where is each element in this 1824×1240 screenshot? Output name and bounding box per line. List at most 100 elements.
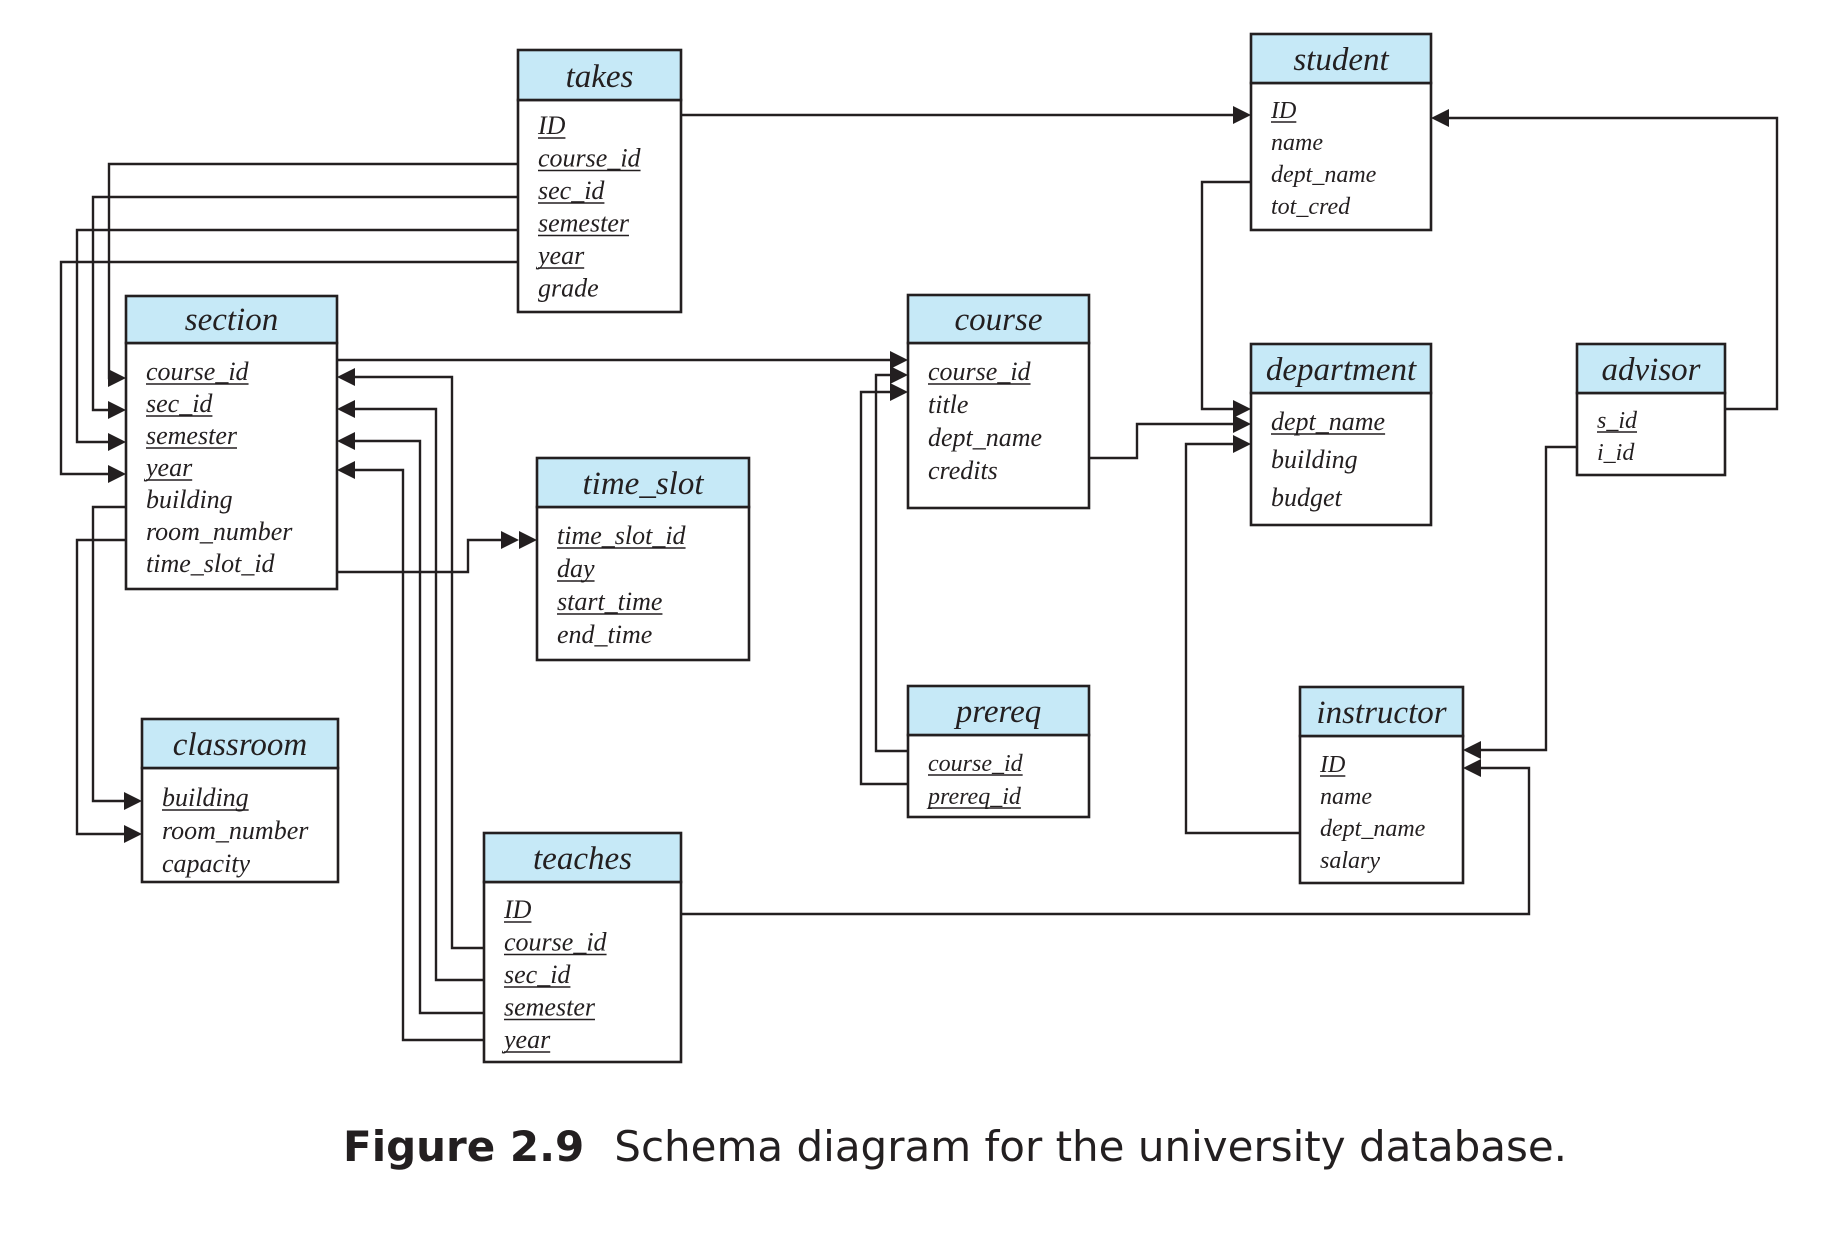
figure-number: Figure 2.9 [343,1122,585,1171]
attribute-primary-key: ID [537,111,566,140]
arrow-head-icon [108,401,126,419]
link-line [859,390,908,786]
attribute: title [928,390,968,419]
attribute: end_time [557,620,652,649]
table-header [1298,685,1465,738]
arrow-head-icon [124,825,142,843]
arrow-head-icon [108,369,126,387]
foreign-key-link [1463,445,1577,759]
arrow-head-icon [337,400,355,418]
link-line [874,373,908,753]
figure-caption-text: Schema diagram for the university databa… [614,1122,1568,1171]
arrow-head-icon [1233,415,1251,433]
attribute: time_slot_id [146,549,276,578]
attribute: building [146,485,233,514]
arrow-head-icon [519,531,537,549]
attribute: room_number [146,517,293,546]
attribute-primary-key: year [143,453,193,482]
tables: takesIDcourse_idsec_idsemesteryeargrades… [124,32,1727,1064]
attribute-primary-key: prereq_id [926,784,1022,810]
attribute: budget [1271,483,1343,512]
attribute: dept_name [928,423,1042,452]
foreign-key-link [1184,435,1300,835]
attribute-primary-key: course_id [504,928,608,957]
foreign-key-link [337,400,484,982]
attribute: name [1271,130,1323,156]
table-body [906,341,1091,510]
foreign-key-link [337,432,484,1015]
attribute-primary-key: building [162,783,249,812]
attribute-primary-key: time_slot_id [557,521,687,550]
attribute-primary-key: sec_id [146,389,213,418]
attribute-primary-key: s_id [1597,408,1638,434]
table-header [906,684,1091,737]
attribute-primary-key: semester [146,421,238,450]
foreign-key-link [859,383,908,786]
arrow-head-icon [1233,400,1251,418]
attribute-primary-key: day [557,554,595,583]
table-header [906,293,1091,345]
arrow-head-icon [124,792,142,810]
link-line [1479,445,1577,752]
table-body [140,766,340,884]
table-header [1575,342,1727,395]
arrow-head-icon [108,465,126,483]
table-title: classroom [173,727,307,763]
table-header [124,294,339,345]
foreign-key-link [337,368,484,950]
arrow-head-icon [890,383,908,401]
attribute-primary-key: year [535,241,585,270]
link-line [75,538,126,836]
link-line [75,228,518,444]
foreign-key-link [59,260,518,483]
table-title: time_slot [583,466,705,502]
arrow-head-icon [890,351,908,369]
table-title: section [185,302,278,338]
attribute: room_number [162,816,309,845]
link-line [59,260,518,476]
attribute-primary-key: year [501,1025,551,1054]
foreign-key-link [874,366,908,753]
attribute: name [1320,784,1372,810]
relationship-links [59,106,1779,1042]
arrow-head-icon [1431,109,1449,127]
attribute-primary-key: start_time [557,587,662,616]
foreign-key-link [681,106,1251,124]
table-body [1249,391,1433,527]
link-line [353,439,484,1015]
attribute-primary-key: course_id [146,357,250,386]
table-section: section course_id sec_id semester year buildi… [124,294,339,591]
table-body [1249,81,1433,232]
arrow-head-icon [1233,435,1251,453]
attribute: i_id [1597,440,1635,466]
table-header [1249,32,1433,85]
attribute-primary-key: ID [1270,98,1296,124]
table-title: advisor [1602,352,1701,388]
attribute: grade [538,274,599,303]
link-line [1089,422,1235,460]
foreign-key-link [1431,109,1779,411]
attribute-primary-key: course_id [928,357,1032,386]
arrow-head-icon [337,368,355,386]
link-line [1200,180,1251,411]
foreign-key-link [1200,180,1251,418]
link-line [353,375,484,950]
arrow-head-icon [1233,106,1251,124]
attribute-primary-key: semester [538,209,630,238]
attribute: dept_name [1320,816,1426,842]
foreign-key-link [75,228,518,451]
attribute: credits [928,456,998,485]
table-header [1249,342,1433,395]
link-line [1447,116,1779,411]
table-title: student [1293,42,1389,78]
table-header [140,717,340,770]
table-body [482,880,683,1064]
table-header [482,831,683,884]
attribute-primary-key: sec_id [538,176,605,205]
